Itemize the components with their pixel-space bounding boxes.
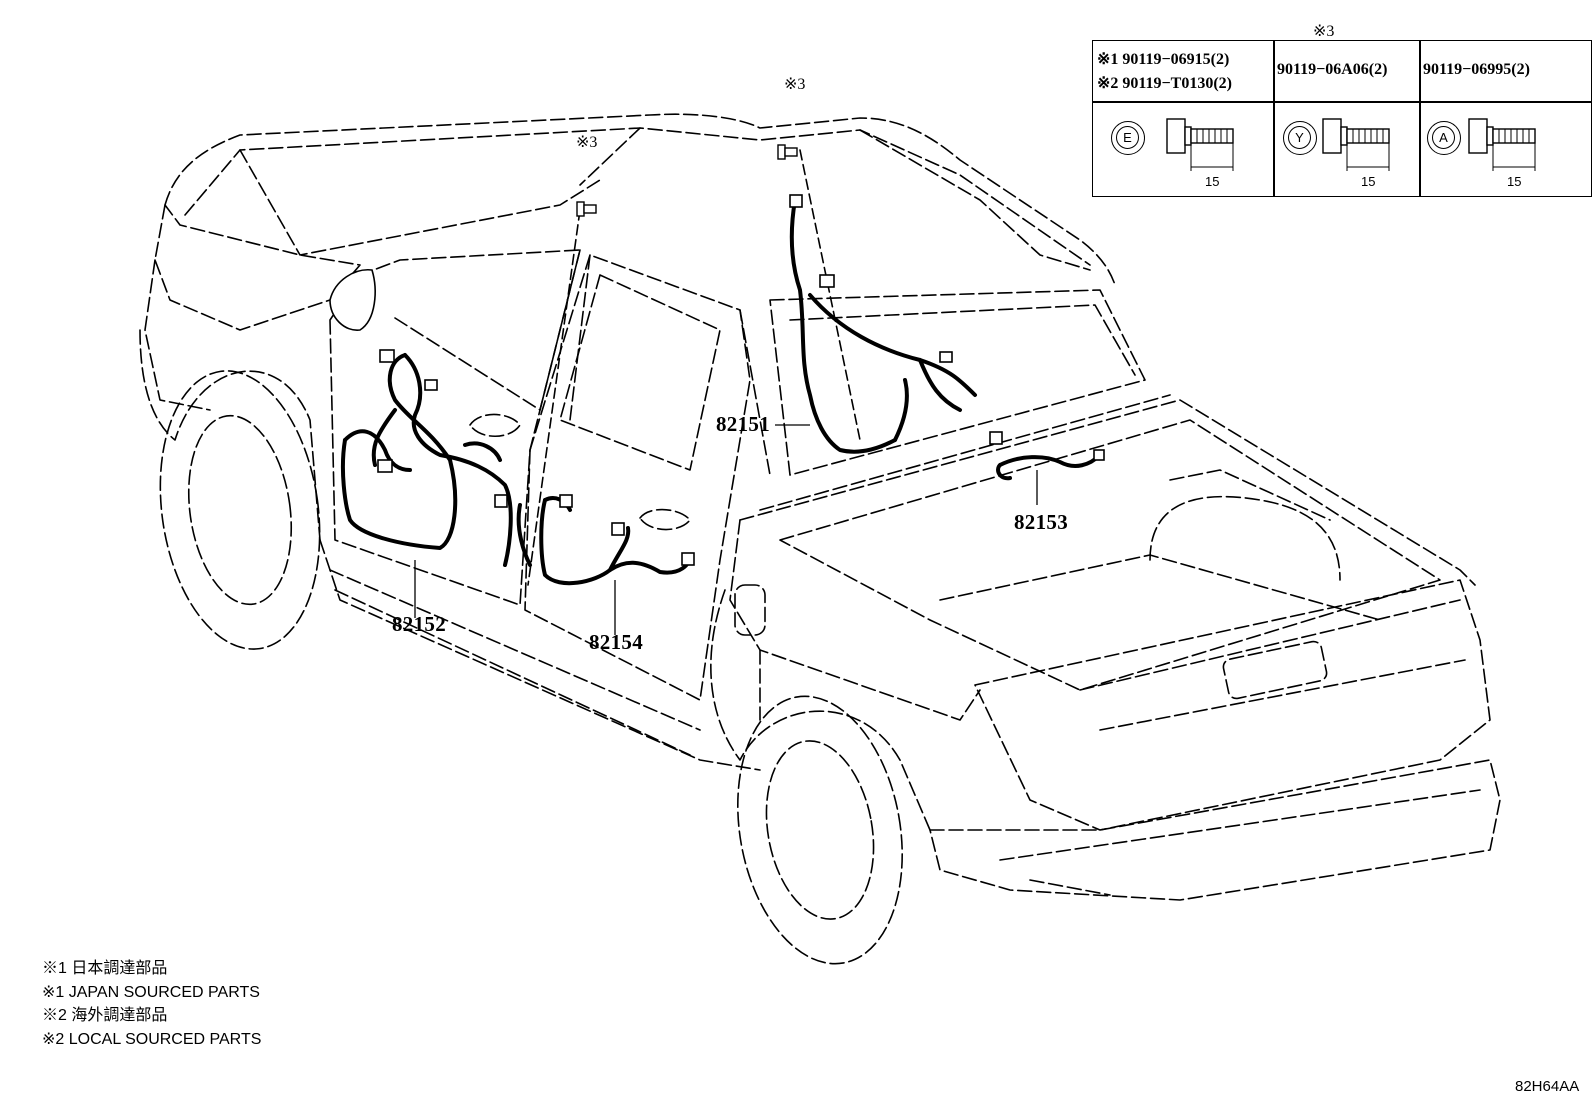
rocker-panel xyxy=(319,539,761,771)
bolt-icon xyxy=(576,144,798,217)
footnote: ※1 日本調達部品 xyxy=(42,960,168,977)
harness-82151 xyxy=(789,198,897,454)
cab-roof-outline xyxy=(164,113,1116,286)
connector xyxy=(819,274,835,288)
harness-82152 xyxy=(340,353,458,550)
rear-door xyxy=(524,254,751,701)
length-dim: 15 xyxy=(1205,174,1220,189)
bolt-ref-mark: ※3 xyxy=(576,134,598,151)
illustration-code: 82H64AA xyxy=(1515,1078,1580,1095)
fastener-badge: A xyxy=(1427,121,1461,155)
bed-floor xyxy=(779,419,1441,691)
connector xyxy=(1093,449,1105,461)
connector xyxy=(939,351,953,363)
part-number: 90119−06995(2) xyxy=(1423,61,1530,78)
fuel-door xyxy=(734,584,766,636)
rear-bumper xyxy=(929,759,1501,901)
tailgate xyxy=(974,579,1491,831)
bolt-ref-mark: ※3 xyxy=(784,76,806,93)
connector xyxy=(494,494,508,508)
connector xyxy=(989,431,1003,445)
front-door-handle xyxy=(469,413,521,437)
rear-fender xyxy=(710,589,931,831)
footnote: ※2 海外調達部品 xyxy=(42,1007,168,1024)
side-mirror xyxy=(329,269,376,331)
rear-door-handle xyxy=(639,508,691,531)
bed-rail-left xyxy=(739,399,1476,586)
tailgate-handle xyxy=(1222,640,1328,700)
bolt-icon xyxy=(1166,118,1234,171)
table-header-mark: ※3 xyxy=(1313,23,1335,40)
callout-82152: 82152 xyxy=(392,612,446,636)
front-fender xyxy=(139,329,321,541)
length-dim: 15 xyxy=(1507,174,1522,189)
cab-rear-window xyxy=(769,289,1146,476)
connector xyxy=(379,349,395,363)
part-number: ※1 90119−06915(2) xyxy=(1097,51,1230,68)
connector xyxy=(789,194,803,208)
fastener-table: ※1 90119−06915(2) ※2 90119−T0130(2) E 15… xyxy=(1092,40,1592,197)
footnotes: ※1 日本調達部品 ※1 JAPAN SOURCED PARTS ※2 海外調達… xyxy=(42,957,261,1051)
connector xyxy=(377,459,393,473)
part-number: 90119−06A06(2) xyxy=(1277,61,1388,78)
connector xyxy=(611,522,625,536)
connector xyxy=(681,552,695,566)
cab-roof-inner xyxy=(184,127,1091,266)
wheel-well-bump xyxy=(1149,495,1341,581)
rear-wheel xyxy=(737,695,903,965)
harness-82154 xyxy=(539,498,692,586)
length-dim: 15 xyxy=(1361,174,1376,189)
callout-82151: 82151 xyxy=(716,412,770,436)
bolt-icon xyxy=(1322,118,1390,171)
fastener-badge: E xyxy=(1111,121,1145,155)
callout-82153: 82153 xyxy=(1014,510,1068,534)
front-wheel xyxy=(159,370,321,650)
connector xyxy=(424,379,438,391)
harness-82153 xyxy=(998,453,1102,468)
footnote: ※2 LOCAL SOURCED PARTS xyxy=(42,1030,262,1048)
footnote: ※1 JAPAN SOURCED PARTS xyxy=(42,983,260,1001)
hood-outline xyxy=(154,204,361,331)
part-number: ※2 90119−T0130(2) xyxy=(1097,75,1232,92)
bolt-icon xyxy=(1468,118,1536,171)
callout-82154: 82154 xyxy=(589,630,643,654)
connector xyxy=(559,494,573,508)
bed-side-panel xyxy=(729,519,981,721)
fastener-badge: Y xyxy=(1283,121,1317,155)
